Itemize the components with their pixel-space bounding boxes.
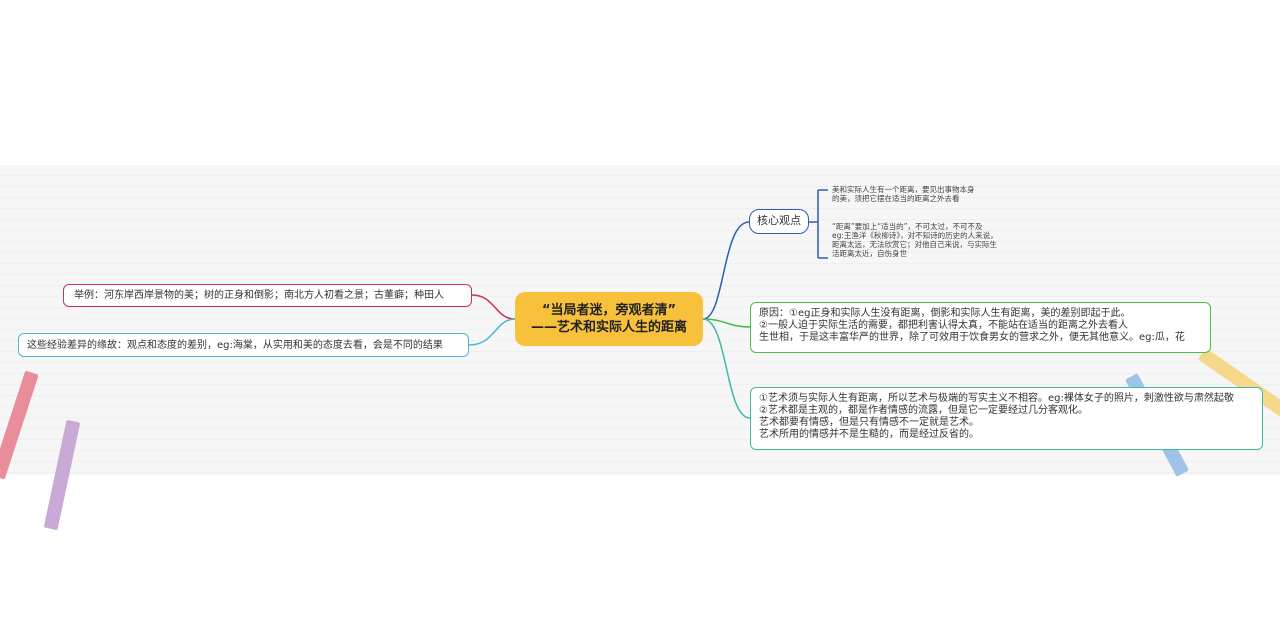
- node-line: ②一般人迫于实际生活的需要，都把利害认得太真，不能站在适当的距离之外去看人: [759, 320, 1128, 331]
- node-line: 艺术所用的情感并不是生糙的，而是经过反省的。: [759, 429, 979, 440]
- examples-node[interactable]: 举例：河东岸西岸景物的美；树的正身和倒影；南北方人初看之景；古董癖；种田人: [63, 284, 472, 307]
- core-viewpoint-node[interactable]: 核心观点: [749, 209, 809, 234]
- node-line: ①艺术须与实际人生有距离，所以艺术与极端的写实主义不相容。eg:裸体女子的照片，…: [759, 393, 1234, 404]
- experience-difference-node[interactable]: 这些经验差异的缘故：观点和态度的差别，eg:海棠，从实用和美的态度去看，会是不同…: [18, 333, 469, 357]
- central-title: “当局者迷，旁观者清”: [541, 303, 677, 318]
- core-note-2: “距离”要加上“适当的”，不可太过，不可不及 eg:王渔洋《秋柳诗》，对不知诗的…: [832, 222, 998, 258]
- core-note-1: 美和实际人生有一个距离，要见出事物本身 的美，须把它摆在适当的距离之外去看: [832, 185, 975, 203]
- central-topic[interactable]: “当局者迷，旁观者清” ——艺术和实际人生的距离: [515, 292, 703, 346]
- art-distance-node[interactable]: ①艺术须与实际人生有距离，所以艺术与极端的写实主义不相容。eg:裸体女子的照片，…: [750, 387, 1263, 450]
- reason-node[interactable]: 原因：①eg正身和实际人生没有距离，倒影和实际人生有距离，美的差别即起于此。 ②…: [750, 302, 1211, 353]
- node-line: 艺术都要有情感，但是只有情感不一定就是艺术。: [759, 417, 979, 428]
- central-subtitle: ——艺术和实际人生的距离: [530, 320, 687, 335]
- node-line: 原因：①eg正身和实际人生没有距离，倒影和实际人生有距离，美的差别即起于此。: [759, 308, 1131, 319]
- node-line: 生世相，于是这丰富华严的世界，除了可效用于饮食男女的营求之外，便无其他意义。eg…: [759, 332, 1185, 343]
- node-line: ②艺术都是主观的，都是作者情感的流露，但是它一定要经过几分客观化。: [759, 405, 1088, 416]
